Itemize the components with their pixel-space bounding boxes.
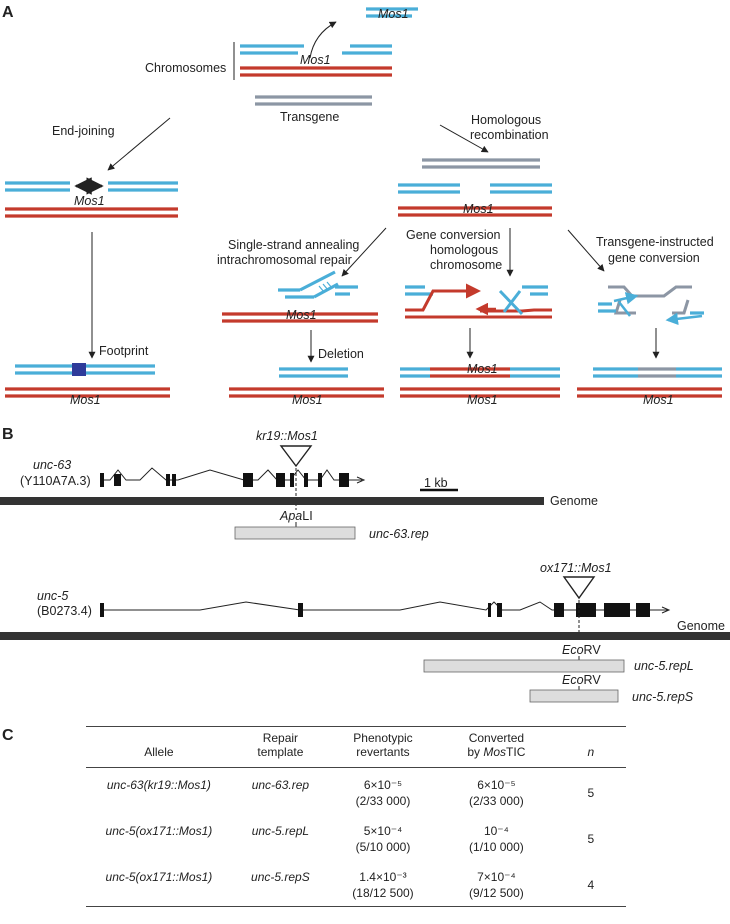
scale-label: 1 kb (424, 476, 448, 490)
ssa-arrow (341, 227, 387, 277)
cell-allele: unc-63(kr19::Mos1) (106, 778, 211, 792)
tigc-arrow (567, 229, 605, 272)
hr-label-1: Homologous (471, 113, 541, 127)
result-gene-conversion (400, 367, 560, 398)
cell-converted: 7×10⁻⁴(9/12 500) (436, 860, 556, 907)
table-row: unc-5(ox171::Mos1) unc-5.repL 5×10⁻⁴(5/1… (86, 814, 626, 860)
cell-n: 4 (555, 860, 626, 907)
deletion-label: Deletion (318, 347, 364, 361)
apali-label: ApaLI (279, 509, 313, 523)
gc-diagram (405, 283, 552, 319)
unc63-rep-label: unc-63.rep (369, 527, 429, 541)
homologous-chromosome (240, 66, 392, 77)
unc63-insertion-triangle (279, 445, 313, 468)
tigc-diagram (598, 285, 704, 326)
result-footprint (5, 363, 170, 398)
cell-converted: 10⁻⁴(1/10 000) (469, 824, 524, 854)
unc5-repL-bar (423, 659, 625, 673)
excision-arrow (309, 21, 337, 59)
cell-phenotypic: 1.4×10⁻³(18/12 500) (328, 860, 437, 907)
table-row: unc-5(ox171::Mos1) unc-5.repS 1.4×10⁻³(1… (86, 860, 626, 907)
panel-label-a: A (2, 4, 14, 21)
genome-label-2: Genome (677, 619, 725, 633)
unc5-insertion-triangle (562, 576, 596, 600)
cell-template: unc-63.rep (251, 778, 310, 792)
unc5-insert-label: ox171::Mos1 (540, 561, 612, 575)
unc63-gene-model (100, 467, 366, 487)
ej-mos1-label: Mos1 (74, 194, 105, 208)
unc5-repS-label: unc-5.repS (632, 690, 694, 704)
unc5-id-label: (B0273.4) (37, 604, 92, 618)
transgene-label: Transgene (280, 110, 339, 124)
genome-bar-1 (0, 497, 544, 505)
unc63-gene-label: unc-63 (33, 458, 71, 472)
result-mos1-2: Mos1 (292, 393, 323, 407)
tigc-label-2: gene conversion (608, 251, 700, 265)
result-mos1-3: Mos1 (467, 362, 498, 376)
hr-diagram: Mos1 (398, 158, 552, 217)
footprint-label: Footprint (99, 344, 149, 358)
result-deletion (229, 367, 384, 398)
gc-label-3: chromosome (430, 258, 502, 272)
panel-label-c: C (2, 727, 14, 744)
end-joining-diagram: Mos1 (5, 177, 178, 218)
unc63-insert-label: kr19::Mos1 (256, 429, 318, 443)
ecorv-label-2: EcoRV (562, 673, 601, 687)
end-joining-label: End-joining (52, 124, 115, 138)
tigc-label-1: Transgene-instructed (596, 235, 714, 249)
chromosomes-label: Chromosomes (145, 61, 226, 75)
table-row: unc-63(kr19::Mos1) unc-63.rep 6×10⁻⁵(2/3… (86, 768, 626, 815)
hr-mos1-label: Mos1 (463, 202, 494, 216)
cell-phenotypic: 5×10⁻⁴(5/10 000) (355, 824, 411, 854)
ecorv-label-1: EcoRV (562, 643, 601, 657)
gc-label-2: homologous (430, 243, 498, 257)
cell-allele: unc-5(ox171::Mos1) (105, 824, 213, 838)
excised-mos1: Mos1 (366, 7, 418, 21)
unc63-id-label: (Y110A7A.3) (20, 474, 91, 488)
ssa-label-1: Single-strand annealing (228, 238, 359, 252)
excised-mos1-label: Mos1 (378, 7, 409, 21)
header-n: n (555, 726, 626, 768)
cell-phenotypic: 6×10⁻⁵(2/33 000) (355, 778, 411, 808)
genome-label-1: Genome (550, 494, 598, 508)
footprint-mark (72, 363, 86, 376)
cell-n: 5 (587, 832, 595, 846)
unc5-gene-model (100, 601, 671, 617)
hr-label-2: recombination (470, 128, 549, 142)
cell-converted: 6×10⁻⁵(2/33 000) (469, 778, 524, 808)
transgene-lines (255, 95, 372, 106)
unc5-repS-bar (529, 689, 619, 703)
cell-template: unc-5.repS (231, 860, 329, 907)
hr-arrow (439, 124, 489, 153)
cell-allele: unc-5(ox171::Mos1) (86, 860, 232, 907)
broken-chromosome (240, 44, 392, 55)
result-mos1-5: Mos1 (643, 393, 674, 407)
unc5-repL-label: unc-5.repL (634, 659, 694, 673)
unc5-gene-label: unc-5 (37, 589, 68, 603)
gc-label-1: Gene conversion (406, 228, 501, 242)
header-allele: Allele (86, 726, 232, 768)
ssa-mos1-label: Mos1 (286, 308, 317, 322)
panel-label-b: B (2, 426, 14, 443)
result-mos1-1: Mos1 (70, 393, 101, 407)
ssa-label-2: intrachromosomal repair (217, 253, 352, 267)
genome-bar-2 (0, 632, 730, 640)
ssa-diagram: Mos1 (222, 270, 378, 323)
cell-template: unc-5.repL (251, 824, 310, 838)
result-transgene-conversion (577, 367, 722, 398)
unc63-rep-bar (234, 526, 356, 540)
chromosome-mos1-label: Mos1 (300, 53, 331, 67)
end-joining-arrow (107, 117, 171, 171)
cell-n: 5 (587, 786, 595, 800)
result-mos1-4: Mos1 (467, 393, 498, 407)
